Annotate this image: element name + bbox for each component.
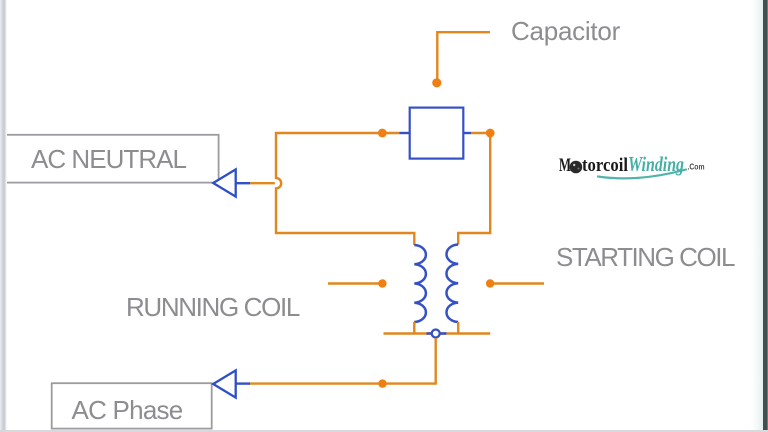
- svg-text:.Com: .Com: [688, 163, 705, 172]
- svg-text:Winding: Winding: [628, 152, 684, 176]
- svg-text:M: M: [559, 155, 571, 176]
- svg-text:torcoil: torcoil: [582, 155, 628, 176]
